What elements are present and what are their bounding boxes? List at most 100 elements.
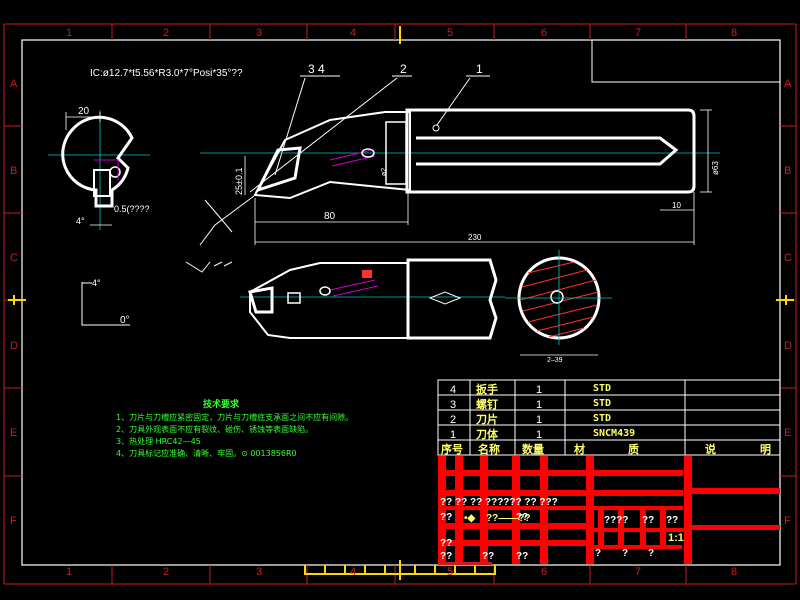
grid-row-a-right: A [784,78,792,90]
title-row-2g: ?? [666,515,678,526]
grid-col-7: 7 [635,27,641,39]
title-row-3: ?? [440,538,452,549]
tool-front-view [185,108,720,273]
header-material-1: 材 [574,442,585,456]
parts-list-table: 4 3 2 1 1 1 1 1 扳手 螺钉 刀片 刀体 STD STD STD … [437,379,781,456]
grid-col-3: 3 [256,27,262,39]
part-3-qty: 1 [536,399,542,411]
title-row-2d: ?? [516,512,528,523]
header-remark-1: 说 [705,442,716,456]
grid-col-7-bottom: 7 [635,566,641,578]
title-row-2a: ?? [440,512,452,523]
header-qty: 数量 [522,442,544,456]
grid-row-f: F [10,515,17,527]
part-2-name: 刀片 [476,412,498,426]
part-1-material: SNCM439 [593,428,635,439]
header-no: 序号 [441,442,463,456]
insert-spec-label: IC:ø12.7*t5.56*R3.0*7°Posi*35°?? [90,68,243,79]
centering-marks [8,26,794,580]
grid-row-b-right: B [784,165,791,177]
shank-section-view [505,250,612,356]
note-3: 3、热处理 HRC42—45 [116,436,201,446]
grid-row-e-right: E [784,427,791,439]
grid-row-a: A [10,78,18,90]
part-2-qty: 1 [536,414,542,426]
dim-0-5: 0.5(???? [114,204,150,214]
grid-col-6: 6 [541,27,547,39]
part-4-no: 4 [450,384,456,396]
dim-230: 230 [468,233,482,242]
grid-col-3-bottom: 3 [256,566,262,578]
title-row-2f: ?? [642,515,654,526]
header-material-2: 质 [628,442,639,456]
dim-section: 2–39 [547,357,563,364]
view-angle-label: 4° [92,278,101,288]
part-3-material: STD [593,398,611,409]
header-name: 名称 [478,442,500,456]
notes-title: 技术要求 [203,398,240,410]
title-row-1: ?? ?? ?? ?????? ?? ??? [440,497,558,508]
part-3-name: 螺钉 [476,397,498,411]
title-row-4b: ?? [482,551,494,562]
title-row-2c: ??——?? [486,513,530,524]
dim-20: 20 [78,106,90,117]
part-1-qty: 1 [536,429,542,441]
grid-row-c-right: C [784,252,792,264]
balloon-2: 2 [400,62,407,76]
part-2-material: STD [593,413,611,424]
part-balloon-leaders [249,75,490,193]
title-row-2e: ???? [604,515,628,526]
grid-col-4: 4 [350,27,356,39]
dim-angle-4: 4° [76,216,85,226]
part-4-material: STD [593,383,611,394]
title-row-4e: ? [622,548,628,559]
grid-col-8: 8 [731,27,737,39]
dim-80: 80 [324,211,336,222]
title-block-bottom-bar [438,562,492,565]
title-scale: 1:1 [668,532,684,544]
grid-row-d: D [10,340,18,352]
title-row-4a: ?? [440,551,452,562]
grid-col-5: 5 [447,27,453,39]
grid-col-1-bottom: 1 [66,566,72,578]
dim-diameter: ø63 [711,161,720,175]
grid-col-1: 1 [66,27,72,39]
grid-col-5-bottom: 5 [447,566,453,578]
dim-bore: ø2 [381,168,388,176]
part-1-name: 刀体 [476,427,499,441]
grid-col-2-bottom: 2 [163,566,169,578]
header-remark-2: 明 [760,443,771,456]
dim-25: 25±0.1 [234,168,244,195]
title-block [438,456,780,564]
note-2: 2、刀具外观表面不应有裂纹、碰伤、锈蚀等表面缺陷。 [116,424,313,434]
grid-row-e: E [10,427,17,439]
tool-top-view [240,258,505,340]
grid-col-6-bottom: 6 [541,566,547,578]
balloon-1: 1 [476,62,483,76]
view-angle-indicator [81,282,130,326]
part-1-no: 1 [450,429,456,441]
part-2-no: 2 [450,414,456,426]
grid-col-4-bottom: 4 [350,566,356,578]
grid-row-c: C [10,252,18,264]
technical-requirements: 技术要求 1、刀片与刀槽应紧密固定，刀片与刀槽底支承面之间不应有间隙。 2、刀具… [116,398,353,458]
title-row-4c: ?? [516,551,528,562]
title-row-4f: ? [648,548,654,559]
note-1: 1、刀片与刀槽应紧密固定，刀片与刀槽底支承面之间不应有间隙。 [116,412,353,422]
balloon-3-4: 3 4 [308,62,325,76]
part-4-qty: 1 [536,384,542,396]
dim-10: 10 [672,201,681,210]
insert-end-view [48,110,150,230]
grid-row-f-right: F [784,515,791,527]
part-3-no: 3 [450,399,456,411]
grid-col-2: 2 [163,27,169,39]
part-4-name: 扳手 [476,382,498,396]
grid-col-8-bottom: 8 [731,566,737,578]
grid-row-b: B [10,165,17,177]
note-4: 4、刀具标记应准确、清晰、牢固。⊙ 0013856R0 [116,448,297,458]
grid-row-d-right: D [784,340,792,352]
view-zero-label: 0° [120,315,130,326]
title-row-2b: •◆ [464,513,476,524]
